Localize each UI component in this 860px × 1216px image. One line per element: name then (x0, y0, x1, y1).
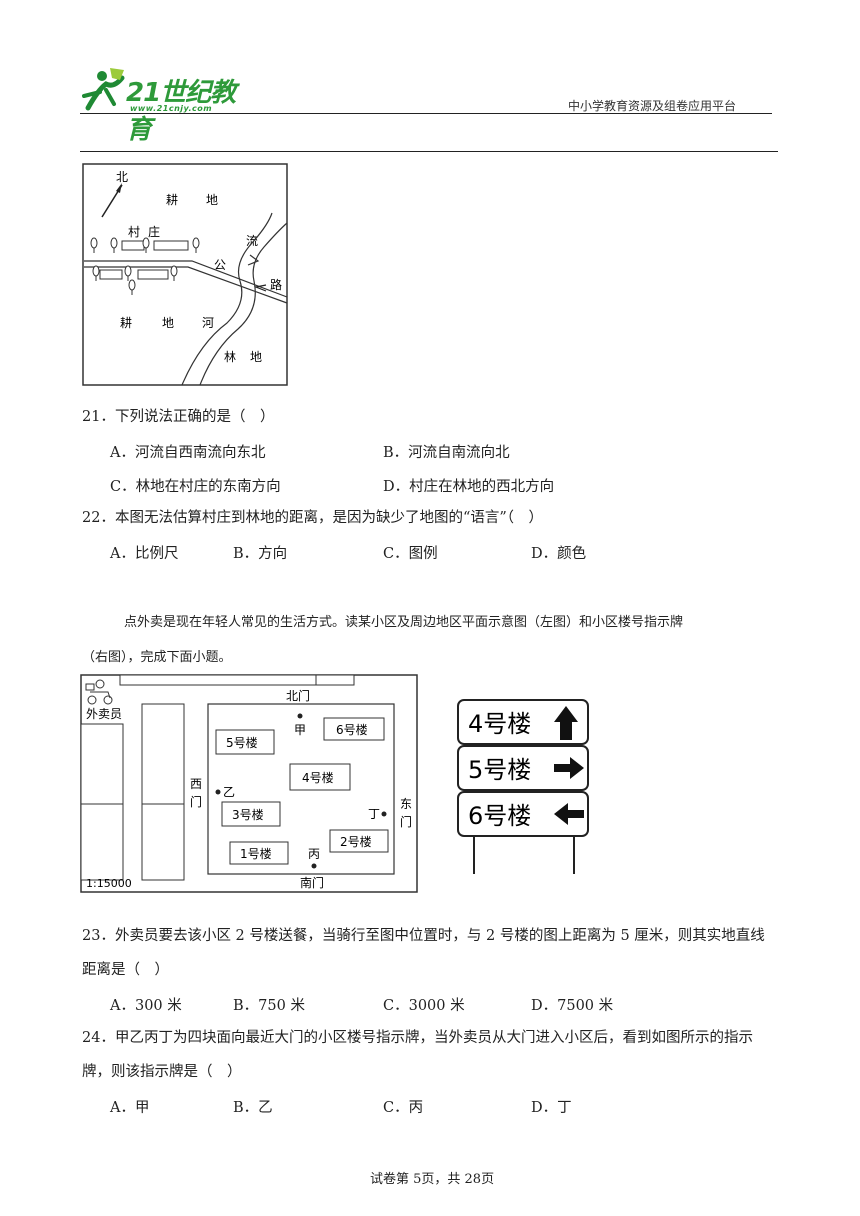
west-gate-label-1: 西 (190, 777, 202, 791)
passage-line-2: （右图），完成下面小题。 (82, 650, 232, 665)
q21-option-a[interactable]: A．河流自西南流向东北 (110, 445, 266, 461)
map-scale: 1:15000 (86, 877, 132, 890)
map1-label-0: 耕 (166, 192, 178, 207)
map1-label-7: 耕 (120, 315, 132, 330)
q22-option-b[interactable]: B．方向 (233, 546, 288, 562)
rider-label: 外卖员 (86, 707, 122, 721)
south-gate-label: 南门 (300, 875, 324, 890)
q23-stem-line-1: 23．外卖员要去该小区 2 号楼送餐，当骑行至图中位置时，与 2 号楼的图上距离… (82, 928, 765, 944)
q23-option-b[interactable]: B．750 米 (233, 998, 305, 1014)
q22-option-d[interactable]: D．颜色 (531, 546, 587, 562)
q23-stem-line-2: 距离是（ ） (82, 962, 169, 978)
q21-option-c[interactable]: C．林地在村庄的东南方向 (110, 479, 281, 495)
q24-stem-line-2: 牌，则该指示牌是（ ） (82, 1064, 242, 1080)
q21-option-d[interactable]: D．村庄在林地的西北方向 (383, 479, 555, 495)
map1-label-10: 林 (224, 350, 236, 364)
bing-label: 丙 (308, 847, 320, 861)
map1-label-6: 路 (270, 277, 282, 292)
q24-option-b[interactable]: B．乙 (233, 1100, 273, 1116)
map1-label-4: 流 (246, 234, 258, 248)
east-gate-label-1: 东 (400, 797, 412, 811)
q22-option-a[interactable]: A．比例尺 (110, 546, 179, 562)
building-3: 3号楼 (232, 807, 264, 822)
logo-text: 21世纪教育 (126, 78, 236, 145)
bing-dot (311, 863, 317, 869)
ding-dot (381, 811, 387, 817)
road (84, 260, 288, 304)
map1-label-1: 地 (206, 193, 218, 207)
q24-option-a[interactable]: A．甲 (110, 1100, 150, 1116)
sign-row-3-label: 6号楼 (468, 802, 531, 830)
village-buildings (99, 240, 189, 280)
passage-line-1: 点外卖是现在年轻人常见的生活方式。读某小区及周边地区平面示意图（左图）和小区楼号… (124, 615, 684, 630)
east-gate-label-2: 门 (400, 814, 412, 829)
platform-name: 中小学教育资源及组卷应用平台 (568, 99, 737, 113)
building-1: 1号楼 (240, 846, 272, 861)
page-footer: 试卷第 5页，共 28页 (370, 1172, 495, 1187)
map1-label-9: 河 (202, 316, 214, 330)
map1-label-2: 村 (128, 225, 140, 239)
q21-stem: 21．下列说法正确的是（ ） (82, 409, 275, 425)
north-arrow-icon (101, 183, 123, 218)
q24-option-c[interactable]: C．丙 (383, 1100, 424, 1116)
building-sign: 4号楼 5号楼 6号楼 (457, 699, 589, 874)
header-rule-top (80, 113, 772, 114)
q22-option-c[interactable]: C．图例 (383, 546, 438, 562)
q23-option-d[interactable]: D．7500 米 (531, 998, 614, 1014)
north-label: 北 (116, 170, 128, 184)
q23-option-a[interactable]: A．300 米 (110, 998, 182, 1014)
building-2: 2号楼 (340, 834, 372, 849)
q24-stem-line-1: 24．甲乙丙丁为四块面向最近大门的小区楼号指示牌，当外卖员从大门进入小区后，看到… (82, 1030, 753, 1046)
yi-label: 乙 (223, 785, 235, 799)
jia-dot (297, 713, 303, 719)
building-5: 5号楼 (226, 735, 258, 750)
building-6: 6号楼 (336, 722, 368, 737)
river (181, 212, 288, 386)
q23-option-c[interactable]: C．3000 米 (383, 998, 465, 1014)
north-gate-label: 北门 (286, 688, 310, 703)
village-map: 北 耕 地 村 庄 流 公 路 耕 地 河 林 地 (82, 163, 288, 386)
arrow-left-icon (554, 803, 584, 825)
building-4: 4号楼 (302, 770, 334, 785)
header-rule-bottom (80, 151, 778, 152)
map1-label-11: 地 (250, 350, 262, 364)
arrow-up-icon (554, 706, 578, 740)
ding-label: 丁 (368, 807, 380, 821)
q22-stem: 22．本图无法估算村庄到林地的距离，是因为缺少了地图的“语言”（ ） (82, 510, 544, 526)
sign-row-2-label: 5号楼 (468, 756, 531, 784)
jia-label: 甲 (294, 723, 306, 737)
map1-label-8: 地 (162, 316, 174, 330)
q24-option-d[interactable]: D．丁 (531, 1100, 572, 1116)
community-map: 外卖员 北门 甲 西 门 乙 东 门 丁 丙 南门 5号楼 6号楼 4号楼 3号… (80, 674, 418, 893)
yi-dot (215, 789, 221, 795)
logo: 21世纪教育 www.21cnjy.com (80, 66, 250, 145)
arrow-right-icon (554, 757, 584, 779)
map1-label-3: 庄 (148, 224, 160, 239)
sign-row-1-label: 4号楼 (468, 710, 531, 738)
west-gate-label-2: 门 (190, 794, 202, 809)
logo-runner-icon (82, 68, 125, 111)
map1-label-5: 公 (214, 258, 226, 272)
rider-icon (85, 679, 113, 705)
logo-subtitle: www.21cnjy.com (130, 104, 213, 113)
q21-option-b[interactable]: B．河流自南流向北 (383, 445, 510, 461)
tree-icons (90, 237, 200, 295)
river-arrow-icon (253, 284, 267, 292)
